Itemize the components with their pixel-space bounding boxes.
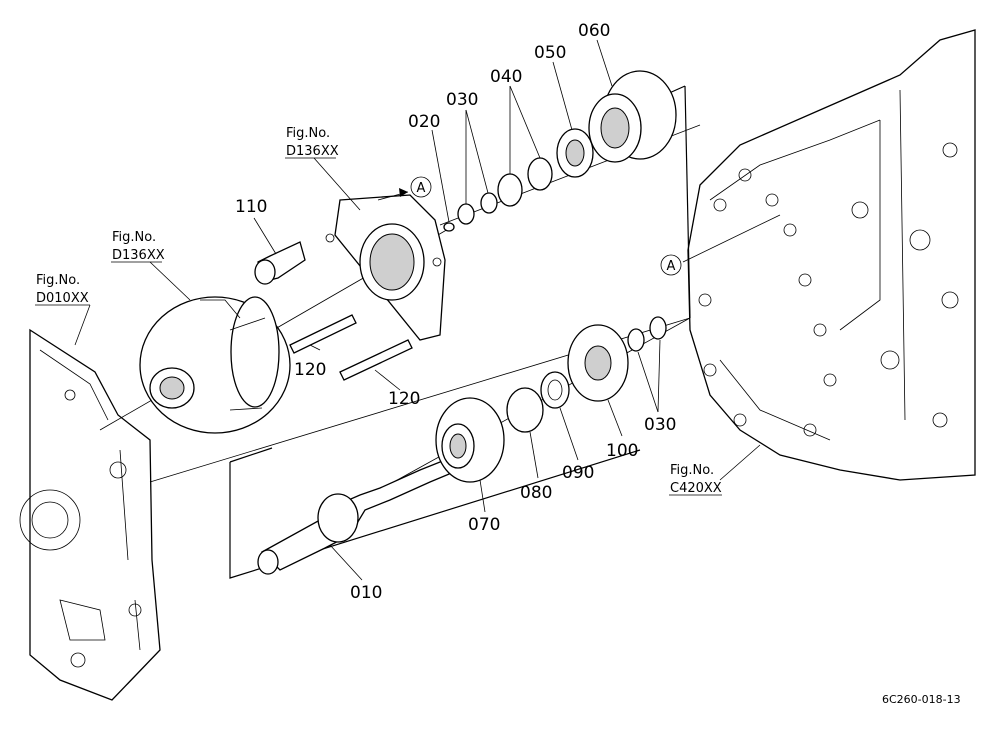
callout-100: 100 — [606, 441, 638, 461]
callout-030-top: 030 — [446, 90, 478, 110]
leader-lines — [74, 39, 761, 581]
pin-120-upper — [289, 314, 357, 354]
bearing-050 — [556, 128, 594, 178]
marker-a-arrow — [377, 188, 409, 201]
bolt-110 — [254, 241, 306, 285]
callout-120-lower: 120 — [388, 389, 420, 409]
drawing-code: 6C260-018-13 — [882, 693, 961, 706]
fig-label-d136-lower: Fig.No. — [112, 230, 156, 245]
callout-010: 010 — [350, 583, 382, 603]
callout-030-right: 030 — [644, 415, 676, 435]
marker-a-label-upper: A — [417, 181, 426, 196]
callout-110: 110 — [235, 197, 267, 217]
fig-ref-d136-upper: D136XX — [286, 144, 339, 159]
pin-120-lower — [339, 339, 413, 381]
marker-a-circle-upper: A — [410, 176, 432, 198]
shaft-010 — [257, 449, 479, 575]
washer-090 — [540, 371, 570, 409]
callout-120-upper: 120 — [294, 360, 326, 380]
fig-ref-d136-lower: D136XX — [112, 248, 165, 263]
callout-080: 080 — [520, 483, 552, 503]
callout-020: 020 — [408, 112, 440, 132]
figure-references: Fig.No. D136XX Fig.No. D136XX Fig.No. D0… — [35, 126, 722, 496]
gear-070 — [435, 397, 505, 483]
callout-050: 050 — [534, 43, 566, 63]
part-callouts: 060 050 040 030 020 110 120 120 010 070 … — [235, 21, 676, 603]
gear-060 — [588, 70, 677, 163]
callout-070: 070 — [468, 515, 500, 535]
snap-rings-030-upper — [457, 192, 498, 225]
left-transmission-housing — [19, 328, 161, 701]
case-bolt-holes — [698, 142, 959, 437]
fig-ref-c420: C420XX — [670, 481, 722, 496]
ball-020 — [443, 222, 455, 232]
fig-label-d136-upper: Fig.No. — [286, 126, 330, 141]
needle-bearings-040 — [497, 157, 553, 207]
marker-a-circle-lower: A — [660, 254, 682, 276]
right-transmission-case — [687, 29, 976, 481]
callout-060: 060 — [578, 21, 610, 41]
marker-a-label-lower: A — [667, 259, 676, 274]
snap-rings-030-lower — [627, 316, 667, 352]
callout-040: 040 — [490, 67, 522, 87]
fig-ref-d010: D010XX — [36, 291, 89, 306]
callout-090: 090 — [562, 463, 594, 483]
fig-label-c420: Fig.No. — [670, 463, 714, 478]
bearing-100 — [567, 324, 629, 402]
fig-label-d010: Fig.No. — [36, 273, 80, 288]
cover-plate — [325, 194, 446, 341]
clutch-drum — [139, 296, 291, 434]
needle-bearing-080 — [506, 387, 544, 433]
